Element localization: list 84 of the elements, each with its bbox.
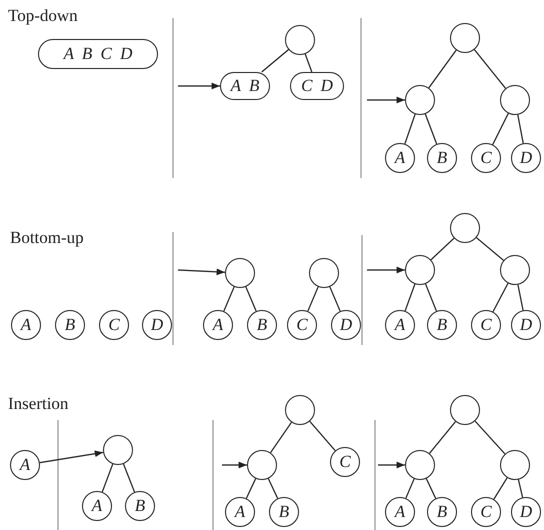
arrow: [178, 268, 226, 276]
section-title: Insertion: [8, 394, 68, 414]
section-title: Bottom-up: [10, 228, 84, 248]
tree-edge: [424, 114, 438, 144]
group-node: A B C D: [38, 39, 158, 69]
arrow: [222, 462, 247, 468]
tree-edge: [492, 113, 509, 145]
leaf-node: C: [330, 447, 360, 477]
tree-node: [450, 23, 480, 53]
tree-node: [500, 255, 530, 285]
tree-node: [225, 258, 255, 288]
tree-node: [285, 25, 315, 55]
leaf-node: C: [99, 310, 129, 340]
leaf-node: A: [385, 497, 415, 527]
arrow: [367, 96, 405, 104]
tree-edge: [309, 420, 336, 452]
leaf-node: A: [385, 143, 415, 173]
leaf-node: B: [247, 310, 277, 340]
tree-node: [405, 255, 435, 285]
leaf-node: D: [511, 310, 541, 340]
tree-edge: [425, 284, 437, 312]
tree-edge: [493, 477, 508, 500]
arrow: [367, 266, 405, 274]
leaf-node: A: [10, 450, 40, 480]
tree-edge: [405, 478, 415, 498]
tree-edge: [476, 237, 504, 261]
tree-edge: [426, 478, 436, 499]
tree-edge: [261, 49, 289, 72]
tree-node: [103, 435, 133, 465]
tree-node: [500, 450, 530, 480]
tree-edge: [102, 464, 114, 492]
arrow: [178, 82, 220, 90]
leaf-node: A: [385, 310, 415, 340]
leaf-node: A: [11, 310, 41, 340]
tree-edge: [517, 114, 524, 144]
tree-edge: [429, 421, 456, 454]
tree-edge: [270, 422, 292, 453]
tree-edge: [245, 286, 257, 312]
tree-edge: [268, 478, 278, 499]
tree-edge: [404, 284, 416, 312]
tree-edge: [307, 286, 319, 312]
tree-node: [285, 395, 315, 425]
arrow: [378, 462, 405, 468]
arrow: [40, 450, 104, 464]
leaf-node: C: [287, 310, 317, 340]
tree-node: [450, 213, 480, 243]
leaf-node: A: [203, 310, 233, 340]
leaf-node: C: [471, 310, 501, 340]
leaf-node: D: [142, 310, 172, 340]
tree-edge: [474, 49, 506, 89]
tree-edge: [246, 478, 256, 499]
leaf-node: B: [55, 310, 85, 340]
tree-node: [309, 258, 339, 288]
tree-node: [405, 450, 435, 480]
leaf-node: C: [471, 497, 501, 527]
group-node: C D: [290, 72, 344, 100]
leaf-node: B: [427, 143, 457, 173]
group-node: A B: [220, 72, 270, 100]
tree-edge: [122, 464, 136, 492]
tree-node: [247, 450, 277, 480]
tree-node: [405, 85, 435, 115]
tree-edge: [304, 54, 312, 72]
tree-node: [450, 395, 480, 425]
leaf-node: B: [125, 491, 155, 521]
leaf-node: A: [225, 497, 255, 527]
leaf-node: B: [269, 497, 299, 527]
leaf-node: B: [427, 310, 457, 340]
section-title: Top-down: [8, 6, 78, 26]
tree-edge: [428, 50, 457, 88]
tree-edge: [517, 284, 524, 310]
tree-edge: [474, 420, 506, 454]
tree-edge: [223, 286, 235, 312]
tree-node: [500, 85, 530, 115]
leaf-node: A: [82, 491, 112, 521]
leaf-node: D: [511, 497, 541, 527]
tree-edge: [329, 286, 341, 312]
tree-edge: [430, 238, 454, 260]
leaf-node: D: [511, 143, 541, 173]
tree-edge: [492, 282, 509, 312]
leaf-node: B: [427, 497, 457, 527]
leaf-node: C: [471, 143, 501, 173]
tree-edge: [404, 114, 416, 144]
tree-edge: [518, 479, 524, 498]
leaf-node: D: [331, 310, 361, 340]
